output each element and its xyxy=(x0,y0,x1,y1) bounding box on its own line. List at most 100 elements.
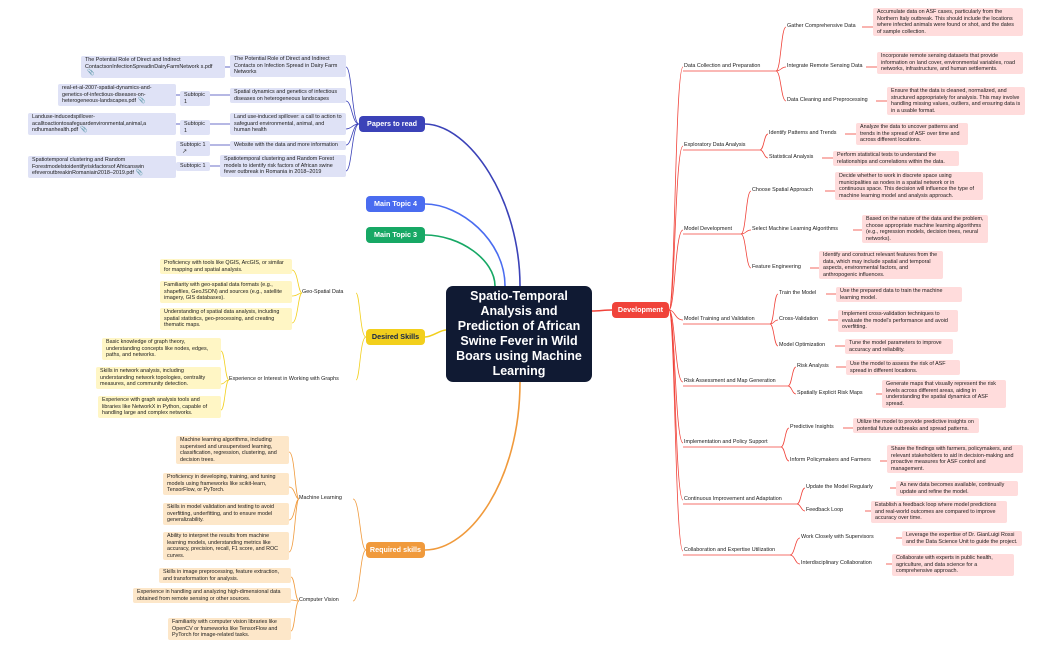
link-desired xyxy=(424,329,447,338)
dev-data-collection[interactable]: Data Collection and Preparation xyxy=(684,63,761,69)
attachment-icon: 📎 xyxy=(80,127,88,134)
feature-engineering[interactable]: Feature Engineering xyxy=(752,264,801,270)
detail-stats[interactable]: Perform statistical tests to understand … xyxy=(833,151,959,167)
main-topic-required-skills[interactable]: Required skills xyxy=(366,542,425,558)
link-papers xyxy=(424,123,521,287)
detail-risk-maps[interactable]: Generate maps that visually represent th… xyxy=(882,380,1006,409)
main-topic-3[interactable]: Main Topic 3 xyxy=(366,227,425,243)
paper-4-subtopic[interactable]: Subtopic 1↗ xyxy=(176,141,210,157)
attachment-icon: 📎 xyxy=(87,70,95,77)
paper-4-subtopic-label: Subtopic 1 xyxy=(180,142,206,148)
detail-predictive[interactable]: Utilize the model to provide predictive … xyxy=(853,418,979,434)
paper-2-subtopic[interactable]: Subtopic 1 xyxy=(180,91,210,107)
paper-5-subtopic[interactable]: Subtopic 1 xyxy=(176,162,210,171)
cross-validation[interactable]: Cross-Validation xyxy=(779,316,819,322)
paper-4-title[interactable]: Website with the data and more informati… xyxy=(230,141,346,150)
model-optimization[interactable]: Model Optimization xyxy=(779,342,826,348)
dev-improvement[interactable]: Continuous Improvement and Adaptation xyxy=(684,496,782,502)
detail-remote[interactable]: Incorporate remote sensing datasets that… xyxy=(877,52,1023,74)
select-ml-algorithms[interactable]: Select Machine Learning Algorithms xyxy=(752,226,838,232)
detail-features[interactable]: Identify and construct relevant features… xyxy=(819,251,943,280)
detail-update[interactable]: As new data becomes available, continual… xyxy=(896,481,1018,497)
update-model[interactable]: Update the Model Regularly xyxy=(806,484,873,490)
ml-skill-4[interactable]: Ability to interpret the results from ma… xyxy=(163,532,289,561)
detail-patterns[interactable]: Analyze the data to uncover patterns and… xyxy=(856,123,968,145)
link-topic3 xyxy=(424,234,496,287)
graph-skill-2[interactable]: Skills in network analysis, including un… xyxy=(96,367,221,389)
feedback-loop[interactable]: Feedback Loop xyxy=(806,507,844,513)
detail-cleaning[interactable]: Ensure that the data is cleaned, normali… xyxy=(887,87,1025,116)
detail-risk-analysis[interactable]: Use the model to assess the risk of ASF … xyxy=(846,360,960,376)
required-machine-learning[interactable]: Machine Learning xyxy=(299,495,342,501)
detail-opt[interactable]: Tune the model parameters to improve acc… xyxy=(845,339,953,355)
paper-1-filename: The Potential Role of Direct and Indirec… xyxy=(85,57,213,70)
identify-patterns[interactable]: Identify Patterns and Trends xyxy=(769,130,837,136)
main-topic-desired-skills[interactable]: Desired Skills xyxy=(366,329,425,345)
interdisciplinary-collab[interactable]: Interdisciplinary Collaboration xyxy=(801,560,872,566)
paper-3-file[interactable]: Landuse-inducedspillover-acalltoactionto… xyxy=(28,113,176,135)
central-topic[interactable]: Spatio-Temporal Analysis and Prediction … xyxy=(446,286,592,382)
dev-implementation[interactable]: Implementation and Policy Support xyxy=(684,439,768,445)
integrate-remote-sensing[interactable]: Integrate Remote Sensing Data xyxy=(787,63,863,69)
paper-2-title[interactable]: Spatial dynamics and genetics of infecti… xyxy=(230,88,346,104)
geo-skill-1[interactable]: Proficiency with tools like QGIS, ArcGIS… xyxy=(160,259,292,275)
detail-train[interactable]: Use the prepared data to train the machi… xyxy=(836,287,962,303)
dev-collaboration[interactable]: Collaboration and Expertise Utilization xyxy=(684,547,776,553)
link-required xyxy=(424,381,521,551)
desired-graphs[interactable]: Experience or Interest in Working with G… xyxy=(229,376,339,382)
risk-maps[interactable]: Spatially Explicit Risk Maps xyxy=(797,390,863,396)
cv-skill-2[interactable]: Experience in handling and analyzing hig… xyxy=(133,588,291,604)
inform-policymakers[interactable]: Inform Policymakers and Farmers xyxy=(790,457,871,463)
dev-eda[interactable]: Exploratory Data Analysis xyxy=(684,142,746,148)
paper-2-filename: real-et-al-2007-spatial-dynamics-and-gen… xyxy=(62,85,152,105)
paper-3-title[interactable]: Land use-induced spillover: a call to ac… xyxy=(230,113,346,135)
choose-spatial-approach[interactable]: Choose Spatial Approach xyxy=(752,187,813,193)
link-topic4 xyxy=(424,203,506,287)
geo-skill-3[interactable]: Understanding of spatial data analysis, … xyxy=(160,308,292,330)
risk-analysis[interactable]: Risk Analysis xyxy=(797,363,829,369)
main-topic-4[interactable]: Main Topic 4 xyxy=(366,196,425,212)
work-with-supervisors[interactable]: Work Closely with Supervisors xyxy=(801,534,874,540)
desired-geo-spatial[interactable]: Geo-Spatial Data xyxy=(302,289,344,295)
paper-5-title[interactable]: Spatiotemporal clustering and Random For… xyxy=(220,155,346,177)
dev-model-development[interactable]: Model Development xyxy=(684,226,732,232)
statistical-analysis[interactable]: Statistical Analysis xyxy=(769,154,814,160)
graph-skill-3[interactable]: Experience with graph analysis tools and… xyxy=(98,396,221,418)
geo-skill-2[interactable]: Familiarity with geo-spatial data format… xyxy=(160,281,292,303)
paper-3-filename: Landuse-inducedspillover-acalltoactionto… xyxy=(32,114,147,134)
graph-skill-1[interactable]: Basic knowledge of graph theory, underst… xyxy=(102,338,221,360)
external-link-icon[interactable]: ↗ xyxy=(182,148,188,155)
detail-inform[interactable]: Share the findings with farmers, policym… xyxy=(887,445,1023,474)
attachment-icon: 📎 xyxy=(135,170,144,177)
detail-interdisc[interactable]: Collaborate with experts in public healt… xyxy=(892,554,1014,576)
ml-skill-1[interactable]: Machine learning algorithms, including s… xyxy=(176,436,289,465)
detail-supervisors[interactable]: Leverage the expertise of Dr. GianLuigi … xyxy=(902,531,1022,547)
cv-skill-3[interactable]: Familiarity with computer vision librari… xyxy=(168,618,291,640)
required-computer-vision[interactable]: Computer Vision xyxy=(299,597,339,603)
ml-skill-2[interactable]: Proficiency in developing, training, and… xyxy=(163,473,289,495)
main-topic-papers[interactable]: Papers to read xyxy=(359,116,425,132)
cv-skill-1[interactable]: Skills in image preprocessing, feature e… xyxy=(159,568,291,584)
detail-feedback[interactable]: Establish a feedback loop where model pr… xyxy=(871,501,1007,523)
ml-skill-3[interactable]: Skills in model validation and testing t… xyxy=(163,503,289,525)
detail-cv[interactable]: Implement cross-validation techniques to… xyxy=(838,310,958,332)
detail-gather[interactable]: Accumulate data on ASF cases, particular… xyxy=(873,8,1023,37)
train-model[interactable]: Train the Model xyxy=(779,290,817,296)
predictive-insights[interactable]: Predictive Insights xyxy=(790,424,834,430)
paper-3-subtopic[interactable]: Subtopic 1 xyxy=(180,120,210,136)
main-topic-development[interactable]: Development xyxy=(612,302,669,318)
paper-1-file[interactable]: The Potential Role of Direct and Indirec… xyxy=(81,56,225,78)
dev-training-validation[interactable]: Model Training and Validation xyxy=(684,316,755,322)
attachment-icon: 📎 xyxy=(138,98,146,105)
detail-spatial[interactable]: Decide whether to work in discrete space… xyxy=(835,172,983,201)
paper-5-filename: Spatiotemporal clustering and Random For… xyxy=(32,157,145,177)
dev-risk-assessment[interactable]: Risk Assessment and Map Generation xyxy=(684,378,776,384)
paper-5-file[interactable]: Spatiotemporal clustering and Random For… xyxy=(28,156,176,178)
paper-1-title[interactable]: The Potential Role of Direct and Indirec… xyxy=(230,55,346,77)
paper-2-file[interactable]: real-et-al-2007-spatial-dynamics-and-gen… xyxy=(58,84,176,106)
gather-data[interactable]: Gather Comprehensive Data xyxy=(787,23,856,29)
detail-algorithms[interactable]: Based on the nature of the data and the … xyxy=(862,215,988,244)
data-cleaning[interactable]: Data Cleaning and Preprocessing xyxy=(787,97,868,103)
